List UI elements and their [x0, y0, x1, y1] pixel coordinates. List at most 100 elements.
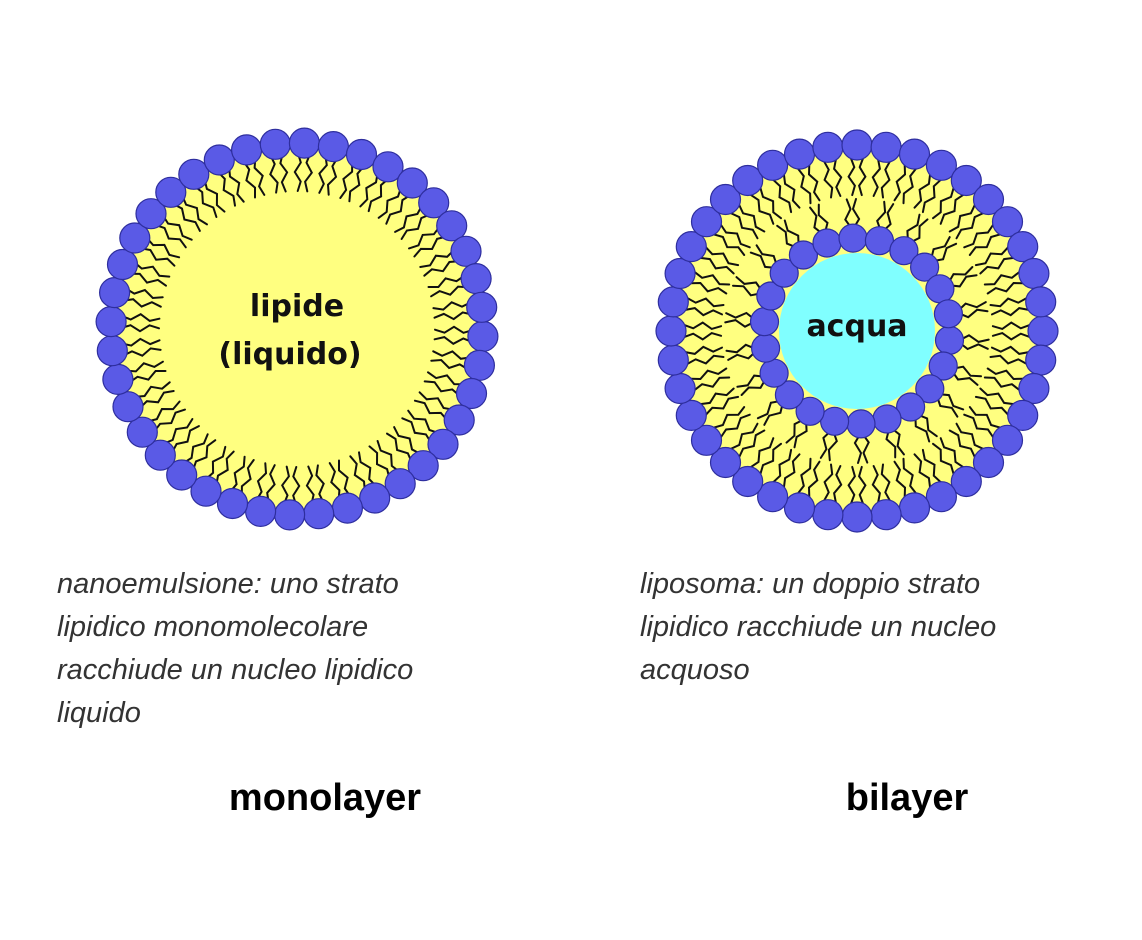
lipid-tail [292, 466, 301, 506]
lipid-tail [139, 247, 176, 267]
phospholipid-head [812, 131, 844, 163]
lipid-tail [712, 406, 746, 429]
lipid-tail [968, 406, 1002, 429]
lipid-tail [154, 223, 187, 249]
lipid-tail [683, 332, 723, 341]
phospholipid-head [749, 307, 780, 337]
phospholipid-head [245, 495, 277, 527]
bilayer-liposome-diagram: acqua [655, 129, 1059, 533]
phospholipid-head [870, 131, 902, 163]
lipid-tail [991, 345, 1030, 355]
phospholipid-head [443, 404, 475, 436]
lipid-tail [991, 307, 1030, 317]
phospholipid-head [259, 128, 291, 160]
phospholipid-head [841, 129, 873, 161]
lipid-tail [689, 281, 728, 295]
lipid-tail [823, 160, 834, 199]
lipid-tail [368, 445, 391, 480]
phospholipid-head [331, 492, 363, 524]
phospholipid-head [750, 333, 781, 363]
phospholipid-head [231, 134, 263, 166]
lipid-tail [796, 167, 812, 205]
phospholipid-head [709, 183, 742, 216]
phospholipid-head [203, 144, 235, 176]
lipid-tail [807, 460, 821, 499]
lipid-tail [215, 450, 235, 487]
lipid-tail [419, 248, 456, 268]
lipid-tail [128, 272, 167, 287]
lipid-tail [318, 154, 328, 194]
lipid-tail [684, 307, 723, 317]
lipid-tail [216, 170, 236, 207]
phospholipid-head [112, 391, 144, 423]
lipid-tail [394, 204, 424, 233]
lipid-tail [963, 223, 995, 249]
phospholipid-head [709, 446, 742, 479]
bilayer-title: bilayer [845, 777, 969, 819]
lipid-tail [413, 399, 449, 422]
lipid-tail [989, 297, 1028, 308]
phospholipid-head [1027, 315, 1059, 347]
lipid-tail [293, 152, 302, 192]
phospholipid-head [950, 465, 982, 498]
lipid-tail [432, 301, 472, 311]
phospholipid-head [732, 465, 764, 498]
lipid-tail [281, 465, 290, 506]
lipid-tail [120, 313, 161, 322]
lipid-tail [120, 337, 161, 347]
lipid-tail [963, 413, 995, 439]
phospholipid-head [274, 499, 306, 531]
phospholipid-head [450, 235, 482, 267]
phospholipid-head [846, 409, 876, 439]
phospholipid-head [759, 358, 789, 388]
phospholipid-head [418, 187, 450, 219]
lipid-tail [983, 270, 1021, 286]
lipid-tail [759, 442, 782, 476]
phospholipid-head [812, 499, 844, 531]
lipid-tail [172, 202, 201, 232]
phospholipid-head [933, 299, 964, 329]
lipid-tail [358, 451, 378, 488]
phospholipid-head [288, 127, 320, 159]
lipid-tail [704, 395, 740, 416]
phospholipid-head [675, 231, 707, 263]
phospholipid-head [95, 306, 127, 338]
lipid-tail [693, 376, 731, 392]
lipid-tail [902, 457, 918, 495]
lipid-tail [772, 448, 793, 484]
lipid-tail [191, 439, 217, 472]
bilayer-caption-line: acquoso [640, 654, 750, 686]
phospholipid-head [934, 325, 965, 355]
lipid-tail [348, 165, 365, 203]
lipid-tail [693, 270, 731, 286]
lipid-tail [921, 448, 942, 484]
lipid-tail [423, 260, 461, 277]
phospholipid-head [898, 492, 931, 524]
phospholipid-head [925, 481, 958, 513]
lipid-tail [880, 160, 891, 199]
lipid-tail [305, 465, 315, 506]
monolayer-caption-line: nanoemulsione: uno strato [57, 568, 399, 600]
lipid-tail [689, 367, 728, 381]
phospholipid-head [190, 475, 222, 507]
monolayer-nanoemulsion-diagram: lipide (liquido) [95, 127, 499, 531]
lipid-tail [423, 380, 461, 397]
phospholipid-head [460, 263, 492, 295]
lipid-tail [146, 400, 181, 423]
phospholipid-head [407, 450, 439, 482]
lipid-tail [427, 274, 466, 288]
lipid-tail [400, 213, 432, 240]
lipid-tail [182, 433, 209, 465]
lipid-tail [349, 455, 366, 493]
lipid-tail [974, 395, 1010, 416]
lipid-tail [122, 347, 162, 357]
phospholipid-head [1007, 399, 1039, 431]
lipid-tail [338, 459, 352, 498]
phospholipid-head [872, 404, 902, 434]
phospholipid-head [788, 240, 819, 270]
lipid-tail [991, 332, 1031, 341]
lipid-tail [427, 371, 466, 386]
phospholipid-head [396, 167, 428, 199]
phospholipid-head [1018, 372, 1050, 405]
lipid-tail [133, 261, 171, 278]
